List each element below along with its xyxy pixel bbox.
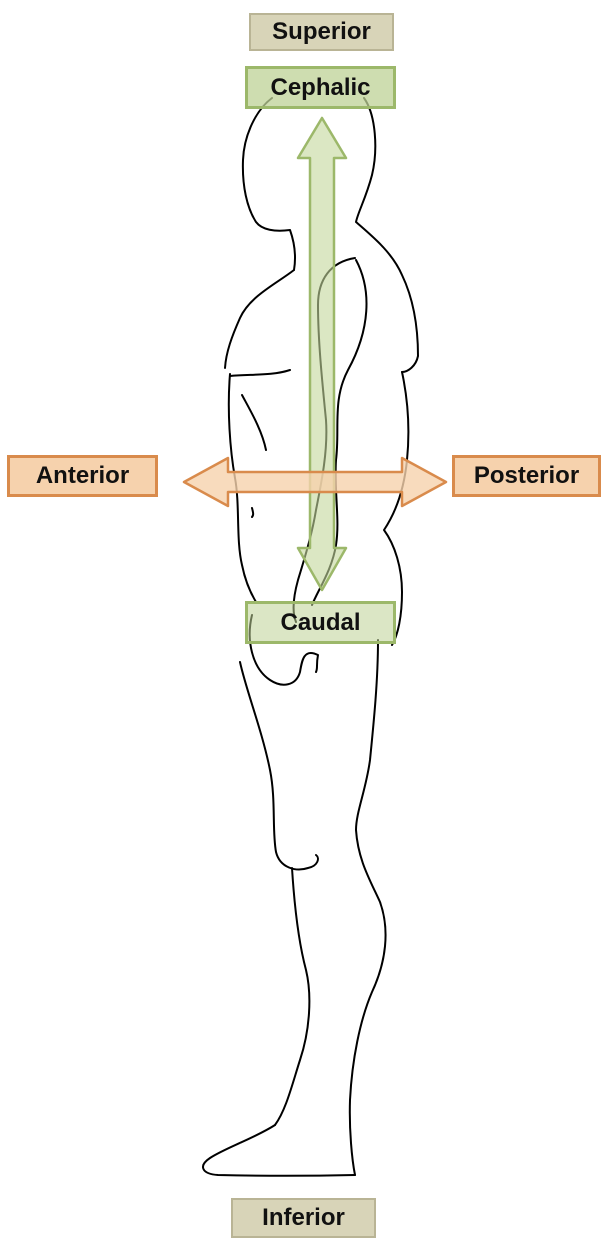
head-outline	[241, 97, 296, 271]
pectoral-line	[229, 369, 291, 377]
vertical-arrow-shape	[296, 116, 348, 592]
posterior-label: Posterior	[452, 455, 601, 497]
horizontal-arrow-shape	[182, 456, 448, 508]
cephalic-label: Cephalic	[245, 66, 396, 109]
chest-outline	[224, 269, 295, 369]
shin-outline	[274, 867, 311, 1126]
vertical-arrow	[296, 116, 348, 592]
abdomen-outline	[227, 373, 257, 603]
abdominal-crease	[241, 394, 267, 451]
head-back-outline	[355, 97, 419, 373]
superior-label: Superior	[249, 13, 394, 51]
navel	[251, 507, 255, 518]
caudal-label: Caudal	[245, 601, 396, 644]
anterior-label: Anterior	[7, 455, 158, 497]
back-outline	[383, 371, 410, 646]
horizontal-arrow	[182, 456, 448, 508]
foot-outline	[202, 1124, 356, 1177]
front-leg-outline	[239, 661, 319, 871]
back-leg-outline	[348, 639, 387, 1176]
inferior-label: Inferior	[231, 1198, 376, 1238]
hand-outline	[248, 614, 319, 686]
